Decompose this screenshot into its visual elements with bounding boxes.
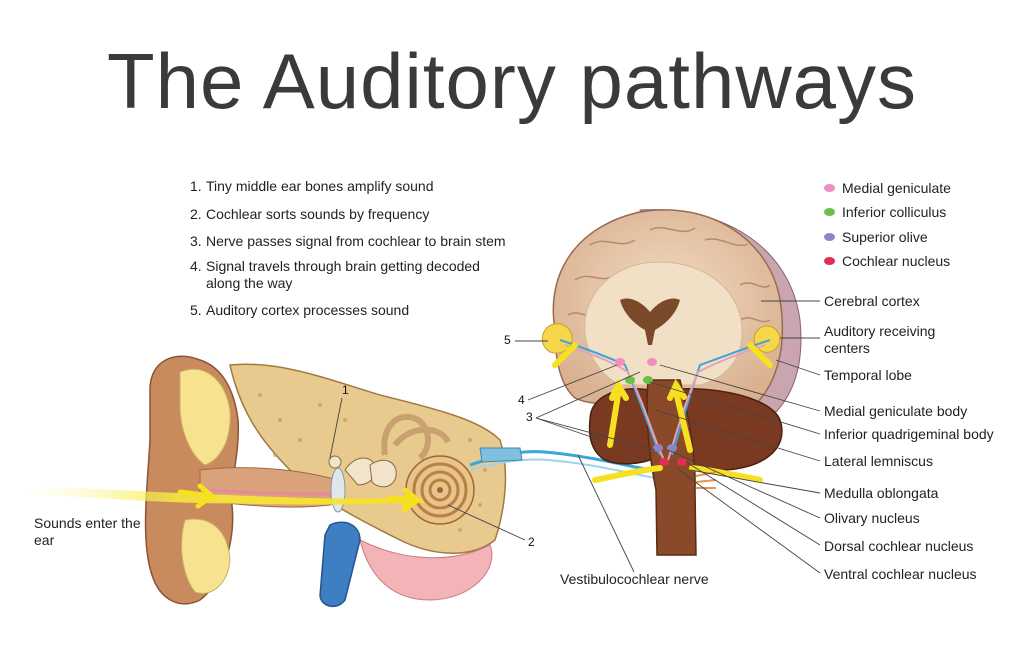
callout-1: 1: [342, 383, 349, 397]
step-number: 3.: [190, 233, 202, 249]
label-temporal-lobe: Temporal lobe: [824, 367, 912, 383]
label-medulla-oblongata: Medulla oblongata: [824, 485, 939, 501]
cochlea: [405, 455, 475, 525]
page-title: The Auditory pathways: [106, 37, 918, 125]
sound-arrow-1: [177, 483, 221, 509]
fat-tissue-upper: [179, 368, 231, 466]
callout-3: 3: [526, 410, 533, 424]
sound-wave: [20, 487, 418, 508]
label-inferior-quadrigeminal-body: Inferior quadrigeminal body: [824, 426, 994, 442]
step-text: Signal travels through brain getting dec…: [206, 258, 480, 291]
label-dorsal-cochlear-nucleus: Dorsal cochlear nucleus: [824, 538, 974, 554]
ossicles: [328, 455, 397, 488]
legend-label: Medial geniculate: [842, 180, 951, 196]
lower-tissue: [359, 539, 493, 601]
step-text: Auditory cortex processes sound: [206, 302, 410, 318]
eustachian-tube: [319, 521, 361, 608]
callout-4: 4: [518, 393, 525, 407]
brain-group: [541, 209, 802, 556]
legend-label: Superior olive: [842, 229, 928, 245]
step-number: 4.: [190, 258, 202, 274]
label-sounds-enter-ear: Sounds enter the ear: [34, 515, 141, 548]
label-ventral-cochlear-nucleus: Ventral cochlear nucleus: [824, 566, 977, 582]
ventricles: [620, 298, 680, 345]
step-text: Tiny middle ear bones amplify sound: [206, 178, 434, 194]
step-text: Nerve passes signal from cochlear to bra…: [206, 233, 506, 249]
neural-pathways: [559, 339, 771, 461]
sound-arrow-2: [387, 487, 427, 513]
step-number: 5.: [190, 302, 202, 318]
callout-2: 2: [528, 535, 535, 549]
legend-swatch-purple: [824, 233, 835, 241]
step-text: Cochlear sorts sounds by frequency: [206, 206, 430, 222]
canal-lining: [204, 488, 336, 496]
step-number: 2.: [190, 206, 202, 222]
label-cerebral-cortex: Cerebral cortex: [824, 293, 920, 309]
label-vestibulocochlear-nerve: Vestibulocochlear nerve: [560, 571, 709, 587]
semicircular-canals: [381, 413, 451, 461]
ear-group: [20, 355, 656, 608]
leader-lines: [329, 300, 821, 574]
callout-5: 5: [504, 333, 511, 347]
label-olivary-nucleus: Olivary nucleus: [824, 510, 920, 526]
label-auditory-receiving-centers: Auditory receiving centers: [824, 323, 936, 356]
eardrum: [330, 467, 346, 513]
fat-tissue-lower: [181, 518, 231, 594]
legend-swatch-pink: [824, 184, 835, 192]
step-number: 1.: [190, 178, 202, 194]
legend-label: Inferior colliculus: [842, 204, 947, 220]
label-lateral-lemniscus: Lateral lemniscus: [824, 453, 933, 469]
label-medial-geniculate-body: Medial geniculate body: [824, 403, 968, 419]
legend-swatch-green: [824, 208, 835, 216]
legend-label: Cochlear nucleus: [842, 253, 951, 269]
legend-swatch-red: [824, 257, 835, 265]
